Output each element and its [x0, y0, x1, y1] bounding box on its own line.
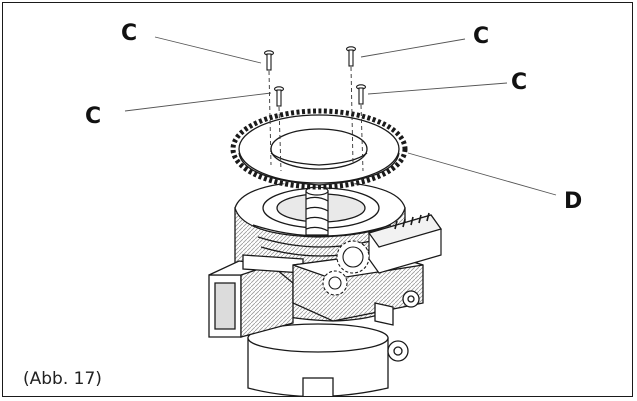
- bevel-gears: [322, 240, 370, 296]
- leader-line-c4: [367, 82, 508, 95]
- assembly-illustration: [124, 36, 557, 396]
- callout-d-gear-ring: D: [564, 189, 583, 214]
- screw-lower-right: [355, 84, 367, 105]
- screw-axes: [268, 66, 364, 172]
- plug-connector: [208, 254, 304, 338]
- screw-top-left: [263, 50, 275, 71]
- screws: [263, 46, 367, 107]
- screw-top-right: [345, 46, 357, 67]
- leader-line-c1: [154, 36, 262, 64]
- callout-c-top-right: C: [473, 24, 490, 49]
- callout-c-lower-left: C: [85, 104, 102, 129]
- figure-caption: (Abb. 17): [23, 369, 102, 389]
- screw-lower-left: [273, 86, 285, 107]
- callout-c-top-left: C: [121, 21, 138, 46]
- callout-c-lower-right: C: [511, 70, 528, 95]
- leader-line-d: [407, 152, 557, 196]
- leader-lines: [124, 36, 557, 196]
- leader-line-c2: [360, 38, 466, 58]
- gear-ring: [230, 108, 408, 190]
- figure-frame: C C C C D (Abb. 17): [2, 2, 633, 397]
- worm-shaft: [305, 186, 329, 236]
- leader-line-c3: [124, 92, 272, 112]
